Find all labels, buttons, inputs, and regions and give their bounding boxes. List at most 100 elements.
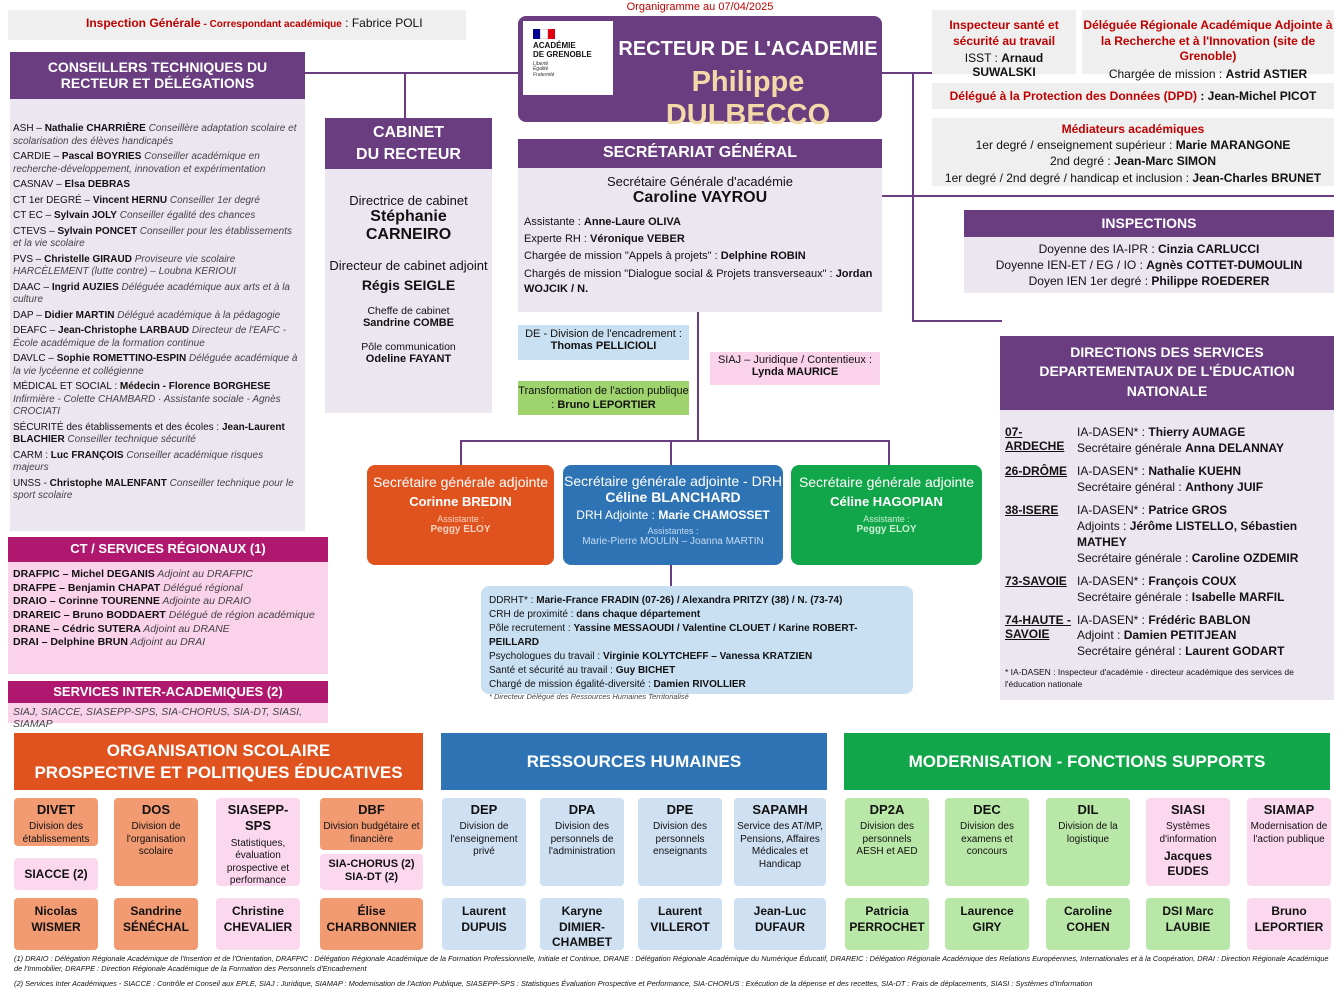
conseiller-role: Délégué académique à la pédagogie (114, 309, 281, 321)
conseiller-role: Déléguée académique aux arts et à la cul… (13, 281, 290, 306)
cabinet-title1: CABINET (372, 124, 445, 141)
dsden-row-value: Patrice GROS (1148, 502, 1228, 517)
conseiller-code: CARM : (13, 449, 51, 461)
cabinet-com-role: Pôle communication (361, 341, 456, 353)
mediateur-row-label: 1er degré / enseignement supérieur : (975, 138, 1176, 153)
connector (882, 195, 1334, 197)
drh-row-value: dans chaque département (576, 609, 701, 620)
dpd-box: Délégué à la Protection des Données (DPD… (932, 83, 1334, 109)
drh-row-label: Chargé de mission égalité-diversité : (489, 679, 654, 690)
siaj-label: SIAJ – Juridique / Contentieux : (717, 354, 873, 366)
division-code: DPA (568, 802, 596, 817)
dsden-row: IA-DASEN* : Nathalie KUEHN (1077, 464, 1263, 480)
division-desc: Division de la logistique (1058, 821, 1118, 845)
drh-row-value: Yassine MESSAOUDI / Valentine CLOUET / K… (489, 623, 858, 648)
inspection-generale-box: Inspection Générale - Correspondant acad… (8, 10, 466, 40)
division-extra: Jacques EUDES (1163, 849, 1213, 879)
cabinet-adj-role: Directeur de cabinet adjoint (329, 258, 488, 273)
division-head: Karyne DIMIER-CHAMBET (540, 898, 624, 950)
pole-org-title2: PROSPECTIVE ET POLITIQUES ÉDUCATIVES (34, 763, 403, 783)
drh-row-value: Virginie KOLYTCHEFF – Vanessa KRATZIEN (602, 651, 813, 662)
footnotes: (1) DRAIO : Délégation Régionale Académi… (14, 954, 1334, 989)
dsden-row: Adjoint : Damien PETITJEAN (1077, 628, 1284, 644)
conseiller-name: Nathalie CHARRIÈRE (44, 123, 146, 134)
division-code: DPE (666, 802, 694, 817)
dsden-row: Secrétaire générale Anna DELANNAY (1077, 441, 1284, 457)
dsden-row: IA-DASEN* : Thierry AUMAGE (1077, 425, 1284, 441)
division-head: Laurent VILLEROT (638, 898, 722, 950)
division-head: Laurent DUPUIS (442, 898, 526, 950)
conseiller-item: ASH – Nathalie CHARRIÈRE Conseillère ada… (13, 123, 299, 148)
ct-regional-name: Benjamin CHAPAT (67, 581, 161, 594)
division-code: DEP (470, 802, 498, 817)
conseiller-item: PVS – Christelle GIRAUD Proviseure vie s… (13, 254, 299, 279)
sg-row: Experte RH : Véronique VEBER (524, 232, 876, 247)
mediateurs-title: Médiateurs académiques (1061, 122, 1205, 136)
conseiller-role: Infirmière - Colette CHAMBARD · Assistan… (13, 393, 281, 418)
dpd-name: : Jean-Michel PICOT (1197, 89, 1317, 103)
division-head: Christine CHEVALIER (216, 898, 300, 950)
sg-role: Secrétaire Générale d'académie (606, 174, 794, 189)
conseiller-item: SÉCURITÉ des établissements et des école… (13, 422, 299, 447)
siaj-box: SIAJ – Juridique / Contentieux : Lynda M… (710, 352, 880, 385)
dsden-row-label: IA-DASEN* : (1077, 425, 1149, 439)
sg-rows: Assistante : Anne-Laure OLIVA Experte RH … (524, 215, 876, 297)
conseiller-name: Médecin - Florence BORGHESE (119, 381, 271, 392)
mediateur-row-label: 2nd degré : (1049, 154, 1115, 169)
inspection-row: Doyen IEN 1er degré : Philippe ROEDERER (964, 273, 1334, 289)
inspection-row-label: Doyenne des IA-IPR : (1038, 242, 1159, 256)
dsden-row-value: Frédéric BABLON (1148, 612, 1251, 627)
logo-motto1: Liberté (533, 60, 549, 67)
siachorus-box: SIA-CHORUS (2) SIA-DT (2) (320, 854, 423, 890)
conseiller-role: Proviseure vie scolaire HARCÈLEMENT (lut… (13, 253, 236, 278)
conseiller-name: Christelle GIRAUD (44, 253, 132, 265)
inter-acad-title: SERVICES INTER-ACADEMIQUES (2) (8, 681, 328, 703)
cabinet-chef-role: Cheffe de cabinet (367, 305, 450, 317)
transfo-name: Bruno LEPORTIER (557, 399, 656, 412)
sg-row: Chargée de mission "Appels à projets" : … (524, 249, 876, 264)
connector (912, 320, 1002, 322)
ct-regional-role: Adjointe au DRAIO (159, 595, 252, 608)
footnote-1: (1) DRAIO : Délégation Régionale Académi… (14, 954, 1329, 973)
division-code: SIAMAP (1263, 802, 1315, 817)
conseiller-code: CT EC – (13, 210, 54, 221)
dsden-row-label: Secrétaire générale : (1077, 589, 1192, 604)
mediateur-row-value: Jean-Charles BRUNET (1192, 170, 1322, 185)
division-desc: Division des examens et concours (960, 821, 1014, 858)
sg-body: Secrétaire Générale d'académie Caroline … (518, 168, 882, 312)
ct-regional-item: DRAFPIC – Michel DEGANIS Adjoint au DRAF… (13, 568, 323, 582)
division-desc: Division de l'organisation scolaire (126, 821, 186, 858)
ct-regionaux-list: DRAFPIC – Michel DEGANIS Adjoint au DRAF… (8, 562, 328, 674)
mediateurs-box: Médiateurs académiques 1er degré / ensei… (932, 118, 1334, 186)
dsden-row-label: Secrétaire général : (1077, 644, 1186, 659)
pole-rh: RESSOURCES HUMAINES (441, 733, 827, 790)
conseiller-name: Jean-Christophe LARBAUD (58, 325, 190, 336)
transfo-label: Transformation de l'action publique : (518, 385, 689, 412)
connector (305, 72, 518, 74)
dsden-row-label: IA-DASEN* : (1077, 573, 1149, 588)
ct-regional-role: Adjoint au DRAI (127, 636, 206, 649)
de-name: Thomas PELLICIOLI (550, 340, 657, 352)
conseiller-name: Sylvain JOLY (53, 210, 117, 221)
sg-row-label: Chargée de mission "Appels à projets" : (524, 250, 721, 263)
dsden-row-label: Adjoint : (1077, 628, 1124, 643)
dsden-row-value: Jérôme LISTELLO, Sébastien MATHEY (1077, 518, 1298, 549)
mediateur-row-value: Jean-Marc SIMON (1114, 154, 1217, 169)
sg-row-value: Jordan WOJCIK / N. (524, 267, 873, 295)
conseiller-role: Conseiller technique sécurité (64, 434, 196, 445)
sg-row: Assistante : Anne-Laure OLIVA (524, 215, 876, 230)
conseiller-code: DEAFC – (13, 325, 59, 336)
dsden-row: IA-DASEN* : François COUX (1077, 574, 1284, 590)
sg-name: Caroline VAYROU (632, 189, 768, 206)
ct-regional-item: DRAIO – Corinne TOURENNE Adjointe au DRA… (13, 595, 323, 609)
sga-mid-adj: Marie CHAMOSSET (658, 508, 770, 522)
connector (882, 72, 932, 74)
ct-regional-item: DRAI – Delphine BRUN Adjoint au DRAI (13, 636, 323, 650)
drh-row: CRH de proximité : dans chaque départeme… (489, 608, 905, 622)
division-desc: Division des personnels enseignants (653, 821, 707, 858)
